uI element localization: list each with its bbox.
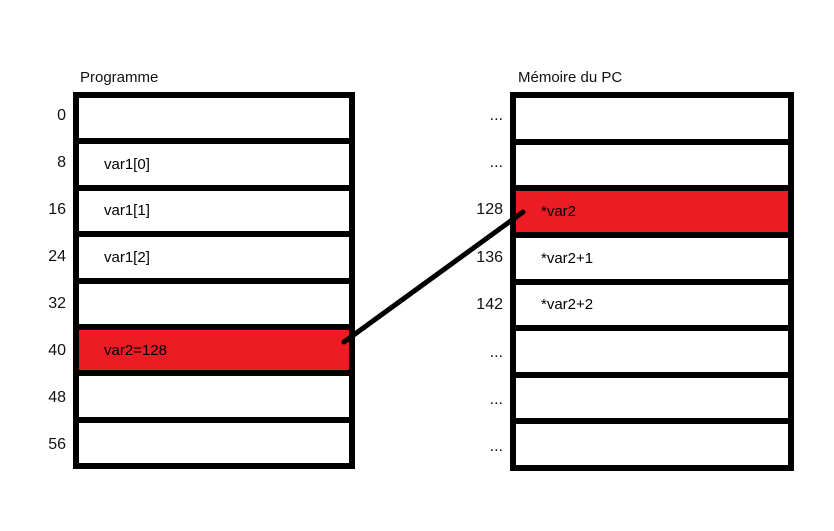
- address-label: 56: [48, 436, 66, 454]
- address-label: 142: [476, 296, 503, 314]
- memory-cell: [79, 422, 349, 463]
- memory-cell: var1[2]: [79, 237, 349, 284]
- memoire-table: *var2 *var2+1 *var2+2: [510, 92, 794, 471]
- address-label: 32: [48, 295, 66, 313]
- memory-cell: [516, 331, 788, 378]
- address-label: ...: [489, 154, 503, 172]
- memory-cell: [79, 283, 349, 330]
- memory-cell: [516, 98, 788, 145]
- memory-cell: var1[1]: [79, 190, 349, 238]
- memoire-title: Mémoire du PC: [518, 69, 623, 86]
- address-label: ...: [489, 390, 503, 408]
- memoire-address-column: ... ... 128 136 142 ... ... ...: [451, 92, 503, 471]
- memory-cell: var1[0]: [79, 144, 349, 191]
- address-label: ...: [489, 438, 503, 456]
- address-label: ...: [489, 343, 503, 361]
- memory-cell: [516, 144, 788, 192]
- memory-cell-highlighted: var2=128: [79, 329, 349, 377]
- address-label: 0: [57, 106, 66, 124]
- memory-cell: *var2+1: [516, 237, 788, 285]
- address-label: 48: [48, 389, 66, 407]
- programme-title: Programme: [80, 69, 159, 86]
- address-label: 8: [57, 153, 66, 171]
- memory-cell: [79, 376, 349, 423]
- memory-cell-highlighted: *var2: [516, 191, 788, 238]
- memory-cell: [516, 377, 788, 425]
- programme-address-column: 0 8 16 24 32 40 48 56: [24, 92, 66, 469]
- address-label: 40: [48, 342, 66, 360]
- address-label: 136: [476, 248, 503, 266]
- address-label: 16: [48, 200, 66, 218]
- memory-cell: [79, 98, 349, 145]
- address-label: ...: [489, 106, 503, 124]
- address-label: 128: [476, 201, 503, 219]
- memory-cell: [516, 424, 788, 465]
- programme-table: var1[0] var1[1] var1[2] var2=128: [73, 92, 355, 469]
- memory-cell: *var2+2: [516, 284, 788, 332]
- address-label: 24: [48, 247, 66, 265]
